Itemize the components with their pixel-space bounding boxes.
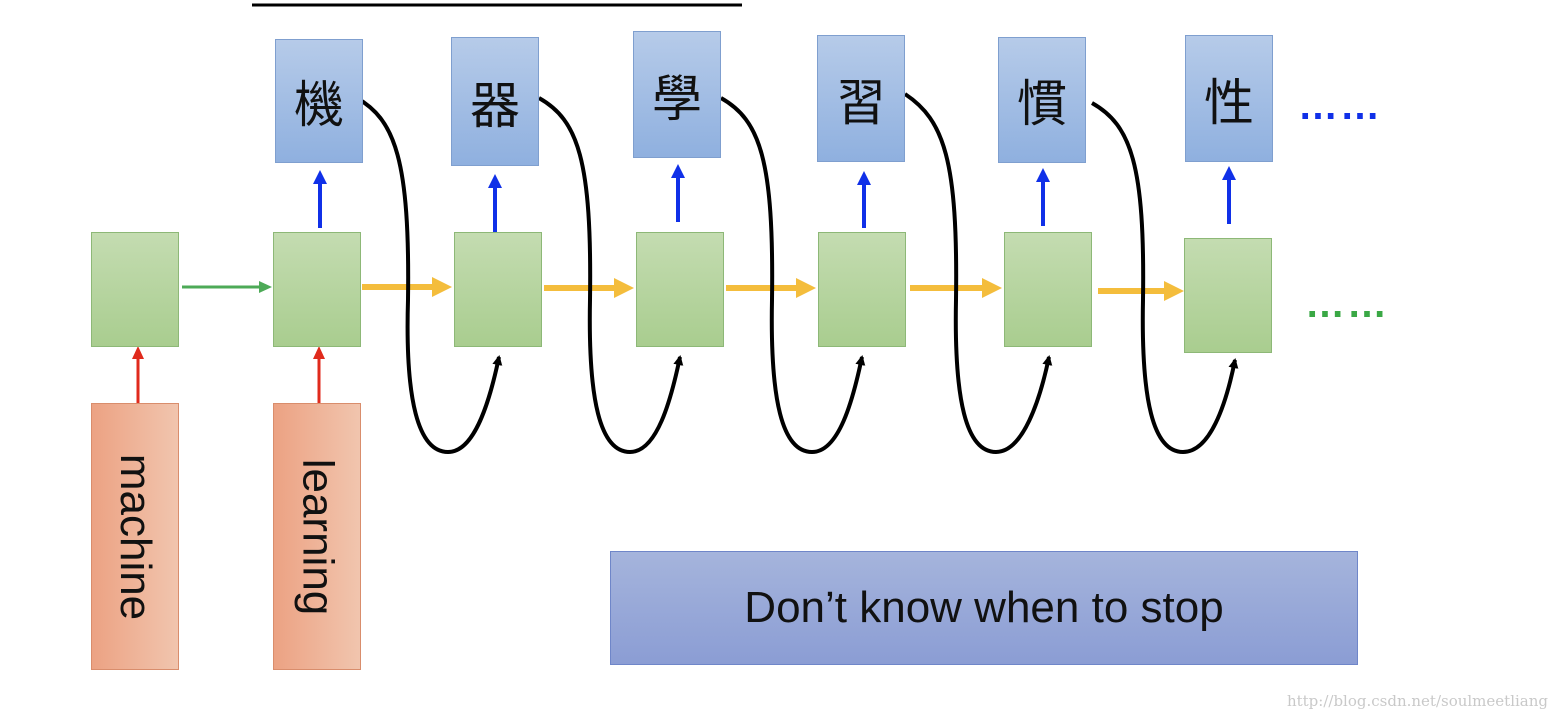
output-char-5: 慣: [1017, 75, 1067, 133]
hidden-box-2: [454, 232, 542, 347]
hidden-ellipsis: ……: [1305, 282, 1389, 326]
output-box-2: 器: [451, 37, 539, 166]
output-arrow-1: [313, 170, 327, 228]
watermark: http://blog.csdn.net/soulmeetliang: [1286, 692, 1548, 710]
hidden-box-3: [636, 232, 724, 347]
input-box-1: machine: [91, 403, 179, 670]
feedback-arrow-4: [903, 92, 1053, 455]
output-arrow-3: [671, 164, 685, 222]
output-box-3: 學: [633, 31, 721, 158]
hidden-arrow-5: [1098, 281, 1184, 301]
output-char-4: 習: [836, 73, 886, 132]
output-arrow-5: [1036, 168, 1050, 226]
output-box-1: 機: [275, 39, 363, 163]
output-arrow-4: [857, 171, 871, 228]
hidden-arrow-1: [362, 277, 452, 297]
hidden-box-1: [273, 232, 361, 347]
input-arrow-2: [313, 346, 325, 403]
output-char-2: 器: [470, 76, 520, 135]
note-text: Don’t know when to stop: [744, 583, 1224, 632]
hidden-box-4: [818, 232, 906, 347]
feedback-arrow-1: [355, 96, 503, 455]
hidden-arrow-3: [726, 278, 816, 298]
arrows-layer: [132, 164, 1236, 403]
input-arrow-1: [132, 346, 144, 403]
feedback-arrow-3: [720, 96, 866, 455]
hidden-box-5: [1004, 232, 1092, 347]
output-char-3: 學: [652, 69, 702, 128]
hidden-arrow-0: [182, 281, 272, 293]
output-char-1: 機: [294, 76, 344, 134]
input-word-1: machine: [111, 453, 160, 620]
output-box-4: 習: [817, 35, 905, 162]
input-word-2: learning: [293, 458, 342, 615]
hidden-box-0: [91, 232, 179, 347]
output-arrow-6: [1222, 166, 1236, 224]
hidden-arrow-2: [544, 278, 634, 298]
hidden-box-6: [1184, 238, 1272, 353]
output-arrow-2: [488, 174, 502, 232]
output-ellipsis: ……: [1298, 84, 1382, 128]
hidden-arrow-4: [910, 278, 1002, 298]
note-box: Don’t know when to stop: [610, 551, 1358, 665]
feedback-arrow-5: [1091, 101, 1239, 455]
output-box-6: 性: [1185, 35, 1273, 162]
output-box-5: 慣: [998, 37, 1086, 163]
feedback-layer: [355, 92, 1239, 455]
output-char-6: 性: [1204, 73, 1254, 132]
input-box-2: learning: [273, 403, 361, 670]
feedback-arrow-2: [538, 96, 684, 455]
